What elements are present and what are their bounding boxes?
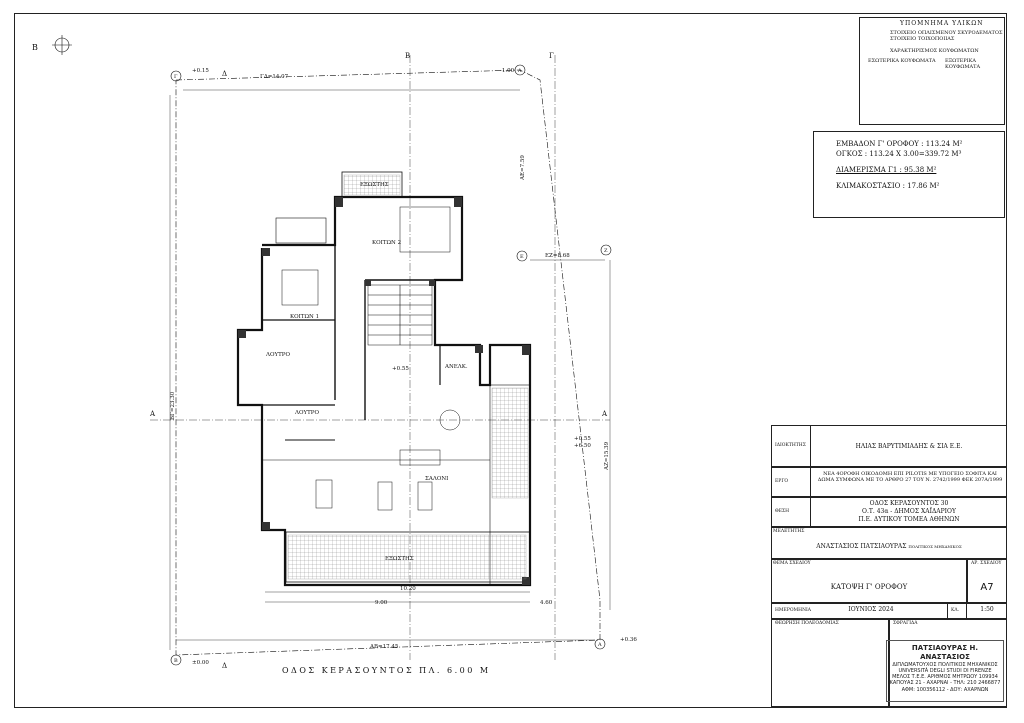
location-line: Π.Ε. ΔΥΤΙΚΟΥ ΤΟΜΕΑ ΑΘΗΝΩΝ (858, 516, 960, 523)
legend-item: ΕΣΩΤΕΡΙΚΑ ΚΟΥΦΩΜΑΤΑ (868, 58, 936, 64)
number-label: ΑΡ. ΣΧΕΔΙΟΥ (971, 561, 1002, 566)
stamp-line: ΑΦΜ: 100356112 - ΔΟΥ: ΑΧΑΡΝΩΝ (901, 686, 989, 693)
svg-text:Ε: Ε (520, 254, 524, 260)
svg-text:ΓΔ=14.07: ΓΔ=14.07 (260, 74, 289, 80)
date-label: ΗΜΕΡΟΜΗΝΙΑ (775, 608, 812, 613)
svg-text:ΑΒ=17.45: ΑΒ=17.45 (369, 644, 399, 650)
area-line: ΚΛΙΜΑΚΟΣΤΑΣΙΟ : 17.86 M² (836, 182, 940, 190)
svg-text:Β: Β (32, 43, 38, 52)
designer-value: ΑΝΑΣΤΑΣΙΟΣ ΠΑΤΣΙΑΟΥΡΑΣ ΠΟΛΙΤΙΚΟΣ ΜΗΧΑΝΙΚ… (771, 543, 1007, 550)
svg-text:ΚΟΙΤΩΝ 1: ΚΟΙΤΩΝ 1 (290, 314, 319, 320)
svg-text:Α: Α (149, 410, 156, 418)
building-walls (236, 195, 532, 587)
title-block: ΙΔΙΟΚΤΗΤΗΣ ΗΛΙΑΣ ΒΑΡΥΤΙΜΙΑΔΗΣ & ΣΙΑ Ε.Ε.… (771, 425, 1007, 707)
svg-text:ΛΟΥΤΡΟ: ΛΟΥΤΡΟ (265, 352, 290, 358)
sheet-border (14, 13, 1007, 708)
svg-text:Γ: Γ (549, 52, 554, 60)
stamp-line: UNIVERSITÀ DEGLI STUDI DI FIRENZE (898, 667, 992, 674)
stamp-line: ΔΙΠΛΩΜΑΤΟΥΧΟΣ ΠΟΛΙΤΙΚΟΣ ΜΗΧΑΝΙΚΟΣ (892, 661, 998, 668)
svg-text:ΕΞΩΣΤΗΣ: ΕΞΩΣΤΗΣ (385, 556, 414, 562)
svg-text:9.00: 9.00 (375, 600, 388, 606)
legend-item: ΕΞΩΤΕΡΙΚΑ ΚΟΥΦΩΜΑΤΑ (945, 58, 981, 70)
legend-item: ΧΑΡΑΚΤΗΡΙΣΜΟΣ ΚΟΥΦΩΜΑΤΩΝ (890, 48, 979, 54)
balcony-top (341, 171, 403, 198)
svg-text:+6.50: +6.50 (574, 443, 591, 449)
road-label: ΟΔΟΣ ΚΕΡΑΣΟΥΝΤΟΣ ΠΛ. 6.00 Μ (282, 666, 491, 675)
seal-label: ΣΦΡΑΓΙΔΑ (893, 621, 918, 626)
drawing-label: ΘΕΜΑ ΣΧΕΔΙΟΥ (773, 561, 811, 566)
svg-text:ΚΟΙΤΩΝ 2: ΚΟΙΤΩΝ 2 (372, 240, 401, 246)
designer-name: ΑΝΑΣΤΑΣΙΟΣ ΠΑΤΣΙΑΟΥΡΑΣ (816, 543, 907, 550)
date-value: ΙΟΥΝΙΟΣ 2024 (848, 606, 894, 613)
svg-text:+0.55: +0.55 (392, 366, 409, 372)
svg-text:Β: Β (405, 52, 410, 60)
svg-text:+0.15: +0.15 (192, 68, 209, 74)
svg-text:4.60: 4.60 (540, 600, 553, 606)
location-label: ΘΕΣΗ (775, 509, 790, 514)
designer-label: ΜΕΛΕΤΗΤΗΣ (773, 529, 805, 534)
svg-text:10.20: 10.20 (400, 586, 416, 592)
legend-item: ΣΤΟΙΧΕΙΟ ΤΟΙΧΟΠΟΙΙΑΣ (890, 36, 955, 42)
balcony-right (489, 384, 531, 586)
project-value: ΝΕΑ 4ΟΡΟΦΗ ΟΙΚΟΔΟΜΗ ΕΠΙ PILOTIS ΜΕ ΥΠΟΓΕ… (817, 471, 1003, 483)
drawing-number: Α7 (980, 582, 994, 593)
area-line: ΕΜΒΑΔΟΝ Γ' ΟΡΟΦΟΥ : 113.24 M² (836, 140, 963, 148)
svg-text:+0.55: +0.55 (574, 436, 591, 442)
stamp-line: ΚΑΠΟΥΑΣ 21 - ΑΧΑΡΝΑΙ - ΤΗΛ: 210 2466877 (889, 680, 1001, 687)
owner-value: ΗΛΙΑΣ ΒΑΡΥΤΙΜΙΑΔΗΣ & ΣΙΑ Ε.Ε. (855, 443, 963, 450)
svg-text:ΣΑΛΟΝΙ: ΣΑΛΟΝΙ (425, 476, 448, 482)
svg-text:Α: Α (597, 642, 602, 648)
svg-text:Β: Β (174, 658, 178, 664)
stamp-line: ΜΕΛΟΣ Τ.Ε.Ε. ΑΡΙΘΜΟΣ ΜΗΤΡΩΟΥ 109934 (892, 674, 998, 680)
svg-text:ΑΖ=15.39: ΑΖ=15.39 (604, 441, 610, 471)
location-line: Ο.Τ. 43α - ΔΗΜΟΣ ΧΑΪΔΑΡΙΟΥ (862, 508, 956, 515)
stamp-name: ΠΑΤΣΙΑΟΥΡΑΣ Η. ΑΝΑΣΤΑΣΙΟΣ (911, 644, 979, 661)
svg-text:ΕΞΩΣΤΗΣ: ΕΞΩΣΤΗΣ (360, 182, 389, 188)
svg-text:+0.36: +0.36 (620, 637, 637, 643)
svg-text:-1.00: -1.00 (500, 68, 515, 74)
svg-text:Α: Α (517, 68, 522, 74)
legend-item: ΣΤΟΙΧΕΙΟ ΟΠΛΙΣΜΕΝΟΥ ΣΚΥΡΟΔΕΜΑΤΟΣ (890, 30, 1003, 36)
svg-text:±0.00: ±0.00 (192, 660, 209, 666)
svg-text:ΕΖ=8.68: ΕΖ=8.68 (545, 253, 570, 259)
project-label: ΕΡΓΟ (775, 479, 789, 484)
scale-value: 1:50 (980, 606, 994, 613)
svg-text:Δ: Δ (222, 70, 227, 78)
scale-label: ΚΛ. (951, 608, 960, 613)
svg-text:ΑΕ=7.59: ΑΕ=7.59 (520, 155, 526, 181)
svg-text:ΛΟΥΤΡΟ: ΛΟΥΤΡΟ (294, 410, 319, 416)
area-line: ΔΙΑΜΕΡΙΣΜΑ Γ1 : 95.38 M² (836, 166, 937, 174)
owner-label: ΙΔΙΟΚΤΗΤΗΣ (775, 443, 806, 448)
area-line: ΟΓΚΟΣ : 113.24 Χ 3.00=339.72 M³ (836, 150, 962, 158)
svg-text:ΒΓ=23.30: ΒΓ=23.30 (170, 391, 176, 420)
svg-text:Γ: Γ (174, 74, 178, 80)
svg-text:ΑΝΕΛΚ.: ΑΝΕΛΚ. (444, 364, 468, 370)
approval-label: ΘΕΩΡΗΣΗ ΠΟΛΕΟΔΟΜΙΑΣ (775, 621, 839, 626)
legend-title: ΥΠΟΜΝΗΜΑ ΥΛΙΚΩΝ (900, 20, 984, 27)
engineer-stamp: ΠΑΤΣΙΑΟΥΡΑΣ Η. ΑΝΑΣΤΑΣΙΟΣ ΔΙΠΛΩΜΑΤΟΥΧΟΣ … (886, 640, 1004, 702)
areas-box: ΕΜΒΑΔΟΝ Γ' ΟΡΟΦΟΥ : 113.24 M² ΟΓΚΟΣ : 11… (813, 131, 1005, 218)
materials-legend: ΥΠΟΜΝΗΜΑ ΥΛΙΚΩΝ ΣΤΟΙΧΕΙΟ ΟΠΛΙΣΜΕΝΟΥ ΣΚΥΡ… (859, 17, 1005, 125)
svg-text:Α: Α (601, 410, 608, 418)
svg-text:Ζ: Ζ (604, 248, 608, 254)
svg-text:Δ: Δ (222, 662, 227, 670)
drawing-value: ΚΑΤΟΨΗ Γ' ΟΡΟΦΟΥ (830, 583, 908, 591)
location-line: ΟΔΟΣ ΚΕΡΑΣΟΥΝΤΟΣ 30 (869, 500, 949, 507)
designer-role: ΠΟΛΙΤΙΚΟΣ ΜΗΧΑΝΙΚΟΣ (908, 544, 962, 549)
